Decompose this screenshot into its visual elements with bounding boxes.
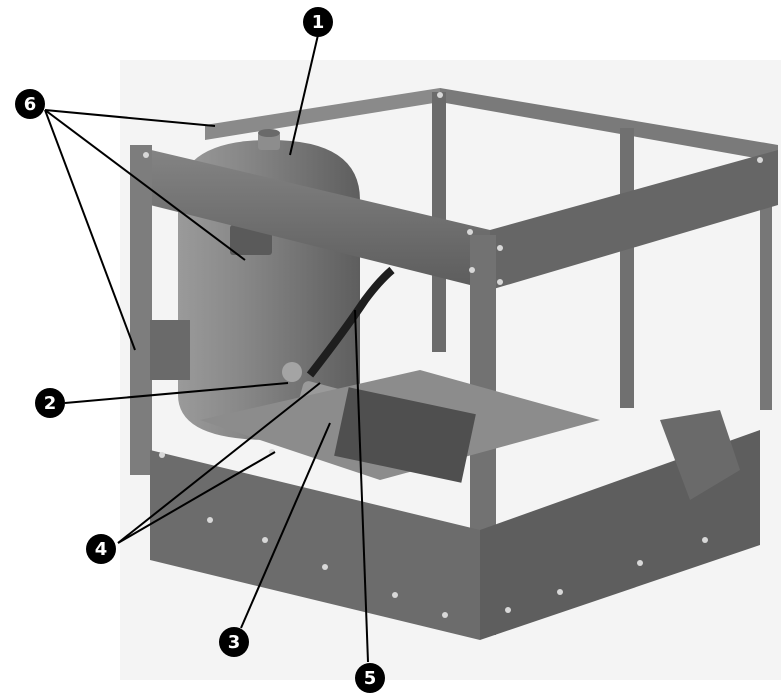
callout-3: 3 <box>219 627 249 657</box>
leader-line-4b <box>117 382 321 544</box>
leader-line-4a <box>117 451 276 544</box>
right-bracket <box>660 410 740 500</box>
tank-fitting <box>282 362 302 382</box>
leader-line-1 <box>289 34 319 156</box>
callout-5-circle <box>355 663 385 693</box>
leader-line-6a <box>44 109 216 127</box>
bolt-heads <box>143 92 763 618</box>
base-left-rail <box>150 450 480 640</box>
callout-4-number: 4 <box>95 539 108 560</box>
callout-6-number: 6 <box>24 94 37 115</box>
hose <box>306 266 395 378</box>
callout-2-number: 2 <box>44 393 57 414</box>
leader-lines <box>44 34 369 663</box>
front-post-left <box>130 145 152 475</box>
callout-3-number: 3 <box>228 632 241 653</box>
callout-6: 6 <box>15 89 45 119</box>
equipment-frame <box>130 88 778 640</box>
callout-2-circle <box>35 388 65 418</box>
callout-2: 2 <box>35 388 65 418</box>
center-crossmember <box>334 387 476 483</box>
right-top-rail <box>440 88 778 162</box>
callout-4: 4 <box>86 534 116 564</box>
front-right-top-rail <box>490 150 778 290</box>
leader-line-6b <box>44 109 246 261</box>
leader-line-3 <box>240 422 331 629</box>
callout-1: 1 <box>303 7 333 37</box>
callout-1-circle <box>303 7 333 37</box>
leader-line-2 <box>64 382 289 404</box>
callout-3-circle <box>219 627 249 657</box>
leader-line-5 <box>354 309 369 663</box>
left-side-bracket <box>150 320 190 380</box>
leader-line-6c <box>44 109 136 351</box>
callout-4-circle <box>86 534 116 564</box>
rear-post-right <box>620 128 634 408</box>
callout-6-circle <box>15 89 45 119</box>
callout-1-number: 1 <box>312 12 325 33</box>
rear-post-far-right <box>760 150 772 410</box>
rear-top-rail <box>205 88 440 140</box>
front-top-rail <box>130 145 490 290</box>
callout-5-number: 5 <box>364 668 377 689</box>
callout-5: 5 <box>355 663 385 693</box>
